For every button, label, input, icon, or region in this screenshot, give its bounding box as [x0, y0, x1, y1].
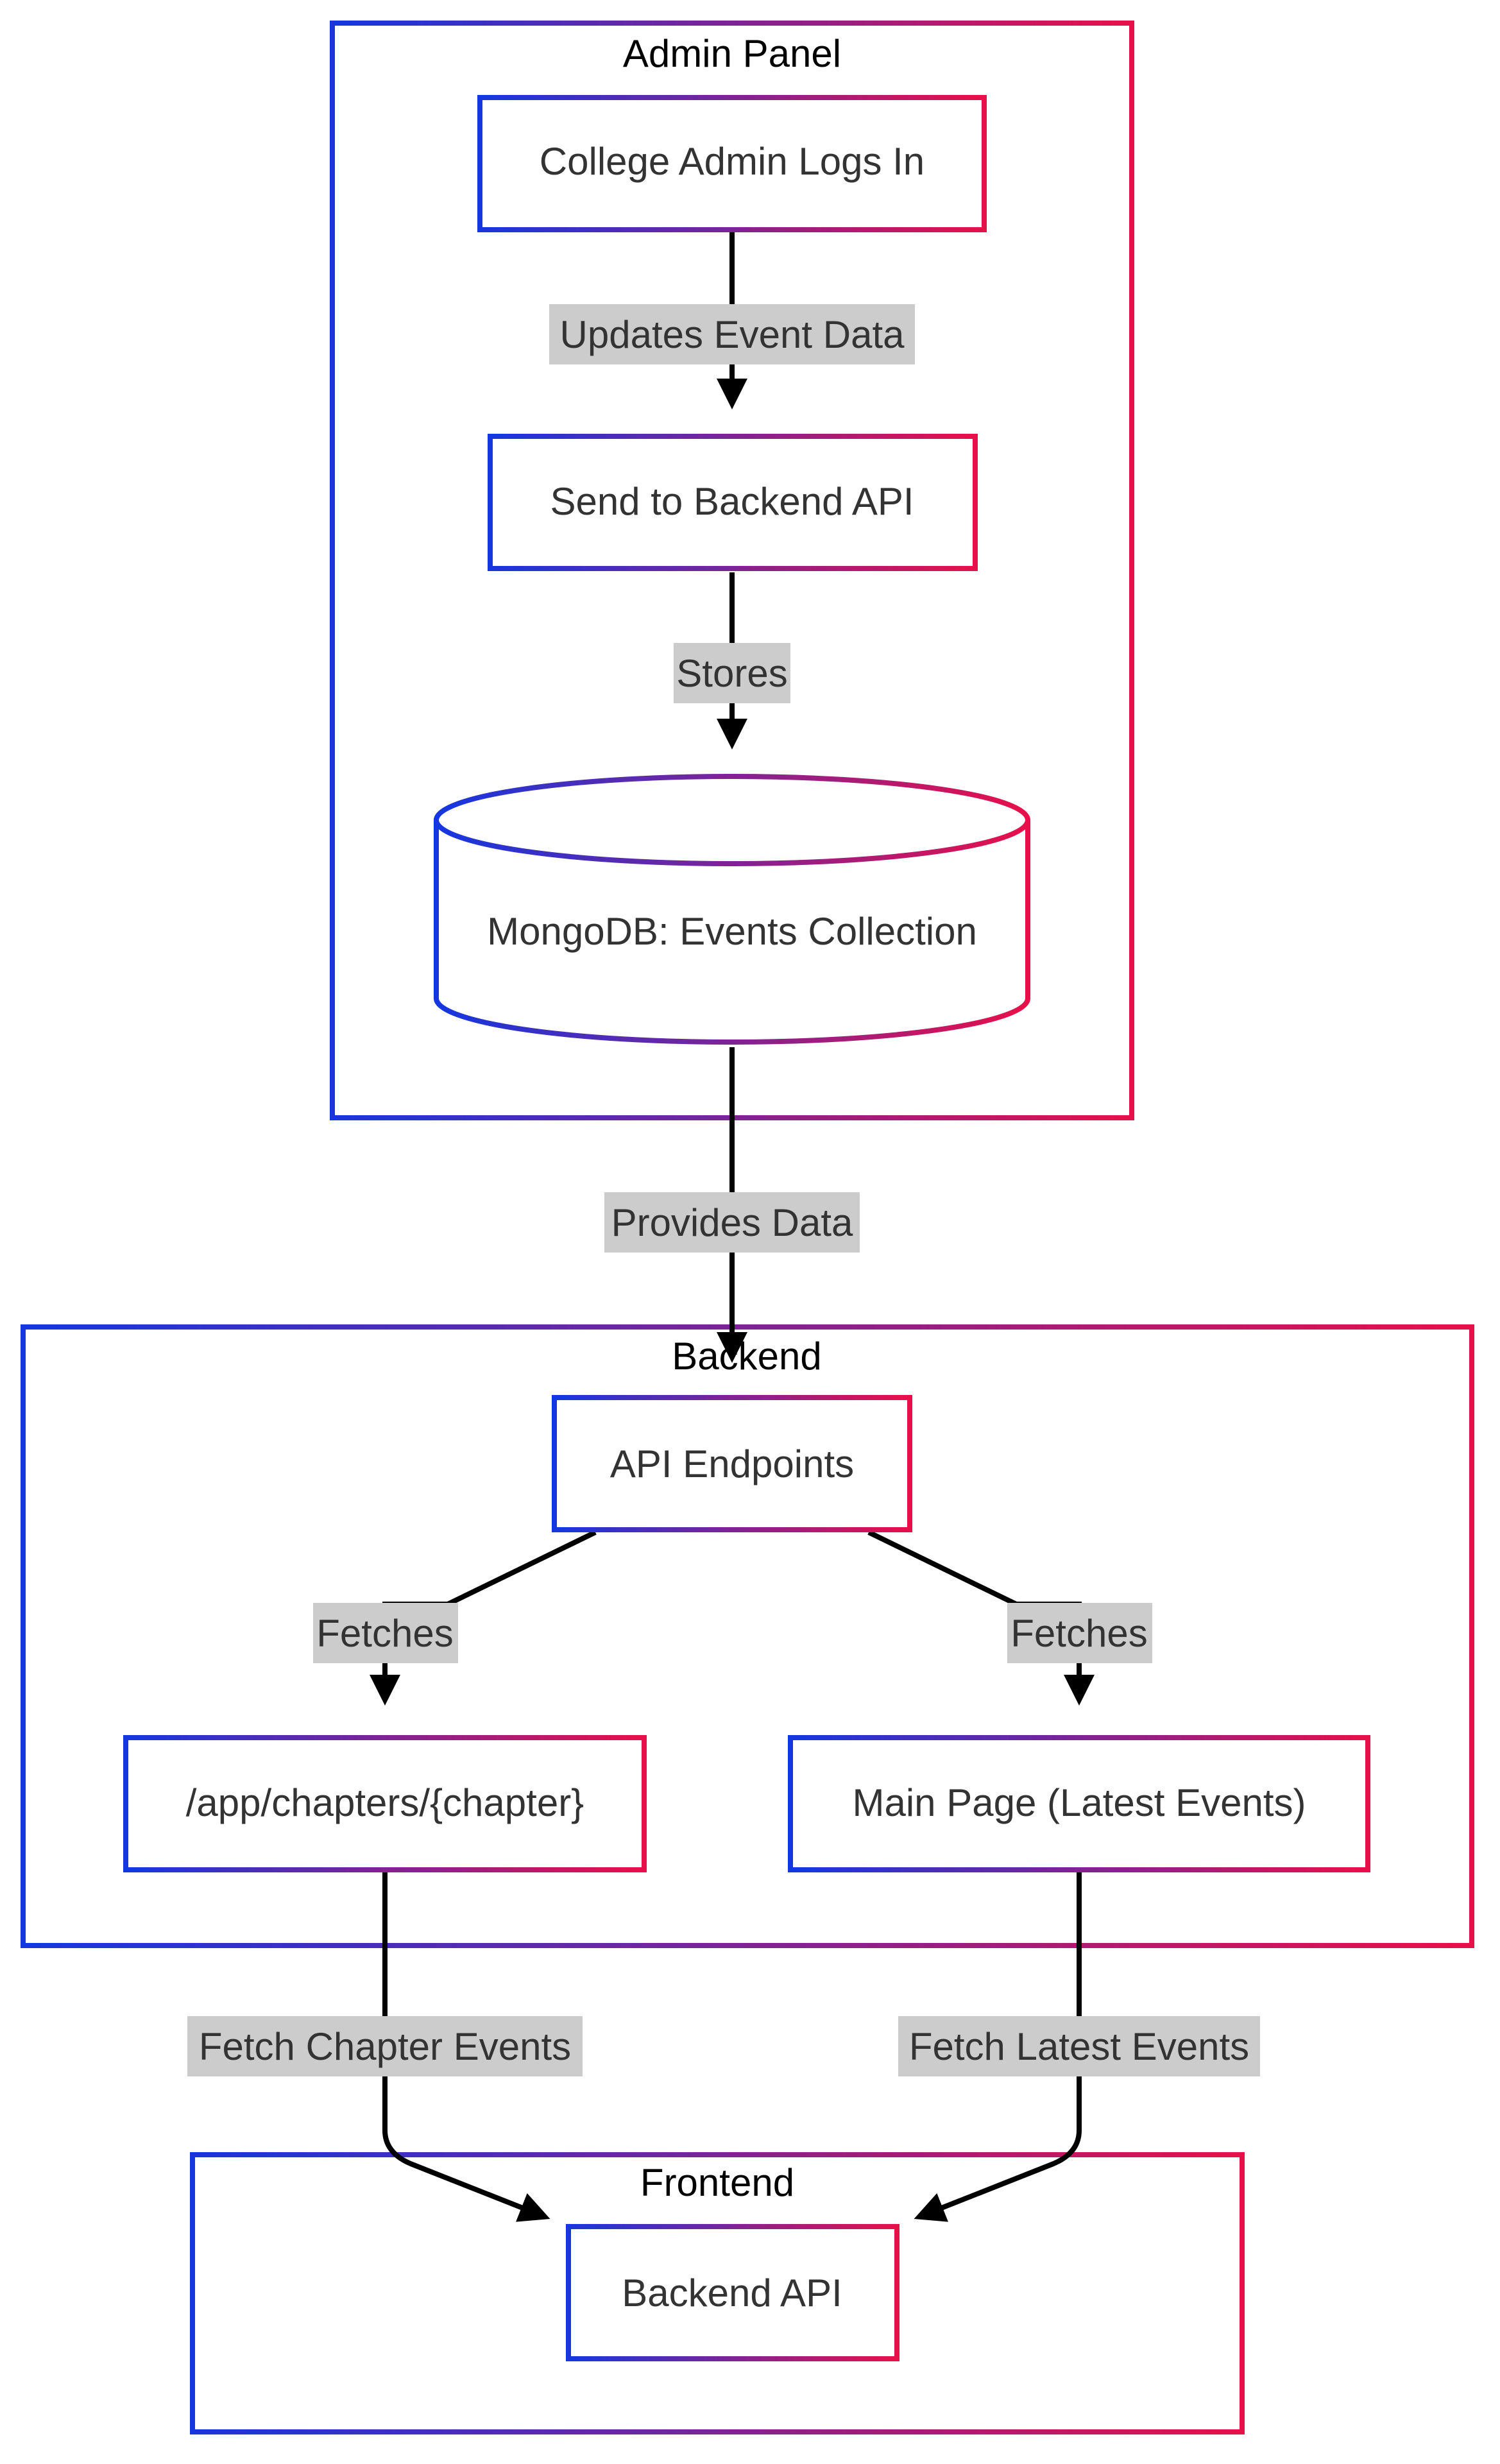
- cluster-frontend: Frontend: [190, 2152, 1245, 2434]
- edge-label-updates: Updates Event Data: [549, 304, 915, 364]
- node-chapters-label: /app/chapters/{chapter}: [186, 1781, 584, 1824]
- edge-label-fetch-latest-text: Fetch Latest Events: [909, 2025, 1249, 2068]
- edge-label-fetches-left: Fetches: [313, 1603, 458, 1663]
- edge-label-provides-text: Provides Data: [611, 1201, 853, 1244]
- cluster-backend-border: [21, 1324, 1474, 1948]
- edge-label-fetches-left-bg: [313, 1603, 458, 1663]
- node-send-backend-box: [488, 434, 978, 571]
- edge-label-updates-text: Updates Event Data: [560, 313, 905, 356]
- node-chapters: /app/chapters/{chapter}: [123, 1735, 647, 1872]
- node-main-page-label: Main Page (Latest Events): [852, 1781, 1306, 1824]
- edge-fetch-chapter: [382, 1872, 550, 2222]
- edge-label-fetches-right: Fetches: [1007, 1603, 1152, 1663]
- node-main-page-box: [788, 1735, 1370, 1872]
- node-mongodb: MongoDB: Events Collection: [434, 774, 1030, 1045]
- node-send-backend: Send to Backend API: [488, 434, 978, 571]
- node-backend-api-box: [566, 2224, 899, 2361]
- node-api-endpoints-box: [552, 1395, 912, 1532]
- node-mongodb-cylinder-rim: [434, 819, 1030, 866]
- edge-label-fetch-latest-bg: [898, 2016, 1260, 2076]
- edge-label-provides-bg: [604, 1192, 860, 1253]
- node-chapters-box: [123, 1735, 647, 1872]
- cluster-admin-panel-title: Admin Panel: [623, 32, 841, 75]
- edge-label-fetches-left-text: Fetches: [316, 1612, 453, 1655]
- node-main-page: Main Page (Latest Events): [788, 1735, 1370, 1872]
- node-college-admin: College Admin Logs In: [477, 95, 987, 232]
- node-college-admin-box: [477, 95, 987, 232]
- edge-label-updates-bg: [549, 304, 915, 364]
- edge-label-fetch-latest: Fetch Latest Events: [898, 2016, 1260, 2076]
- node-mongodb-label: MongoDB: Events Collection: [487, 910, 977, 953]
- node-backend-api-label: Backend API: [622, 2272, 842, 2314]
- edge-label-fetch-chapter: Fetch Chapter Events: [187, 2016, 583, 2076]
- node-api-endpoints: API Endpoints: [552, 1395, 912, 1532]
- edge-label-fetch-chapter-bg: [187, 2016, 583, 2076]
- edge-label-fetches-right-text: Fetches: [1010, 1612, 1147, 1655]
- edge-label-stores-bg: [674, 643, 790, 703]
- edge-label-stores-text: Stores: [676, 652, 787, 695]
- node-api-endpoints-label: API Endpoints: [610, 1442, 854, 1485]
- edge-fetch-latest: [914, 1872, 1082, 2222]
- edge-label-fetches-right-bg: [1007, 1603, 1152, 1663]
- node-college-admin-label: College Admin Logs In: [540, 140, 925, 183]
- cluster-frontend-title: Frontend: [640, 2161, 794, 2204]
- edge-label-provides: Provides Data: [604, 1192, 860, 1253]
- node-backend-api: Backend API: [566, 2224, 899, 2361]
- edge-label-fetch-chapter-text: Fetch Chapter Events: [199, 2025, 571, 2068]
- node-mongodb-cylinder-body: [434, 774, 1030, 1045]
- cluster-frontend-border: [190, 2152, 1245, 2434]
- edge-label-stores: Stores: [674, 643, 790, 703]
- cluster-backend: Backend: [21, 1324, 1474, 1948]
- node-send-backend-label: Send to Backend API: [550, 480, 914, 523]
- cluster-backend-title: Backend: [672, 1335, 822, 1378]
